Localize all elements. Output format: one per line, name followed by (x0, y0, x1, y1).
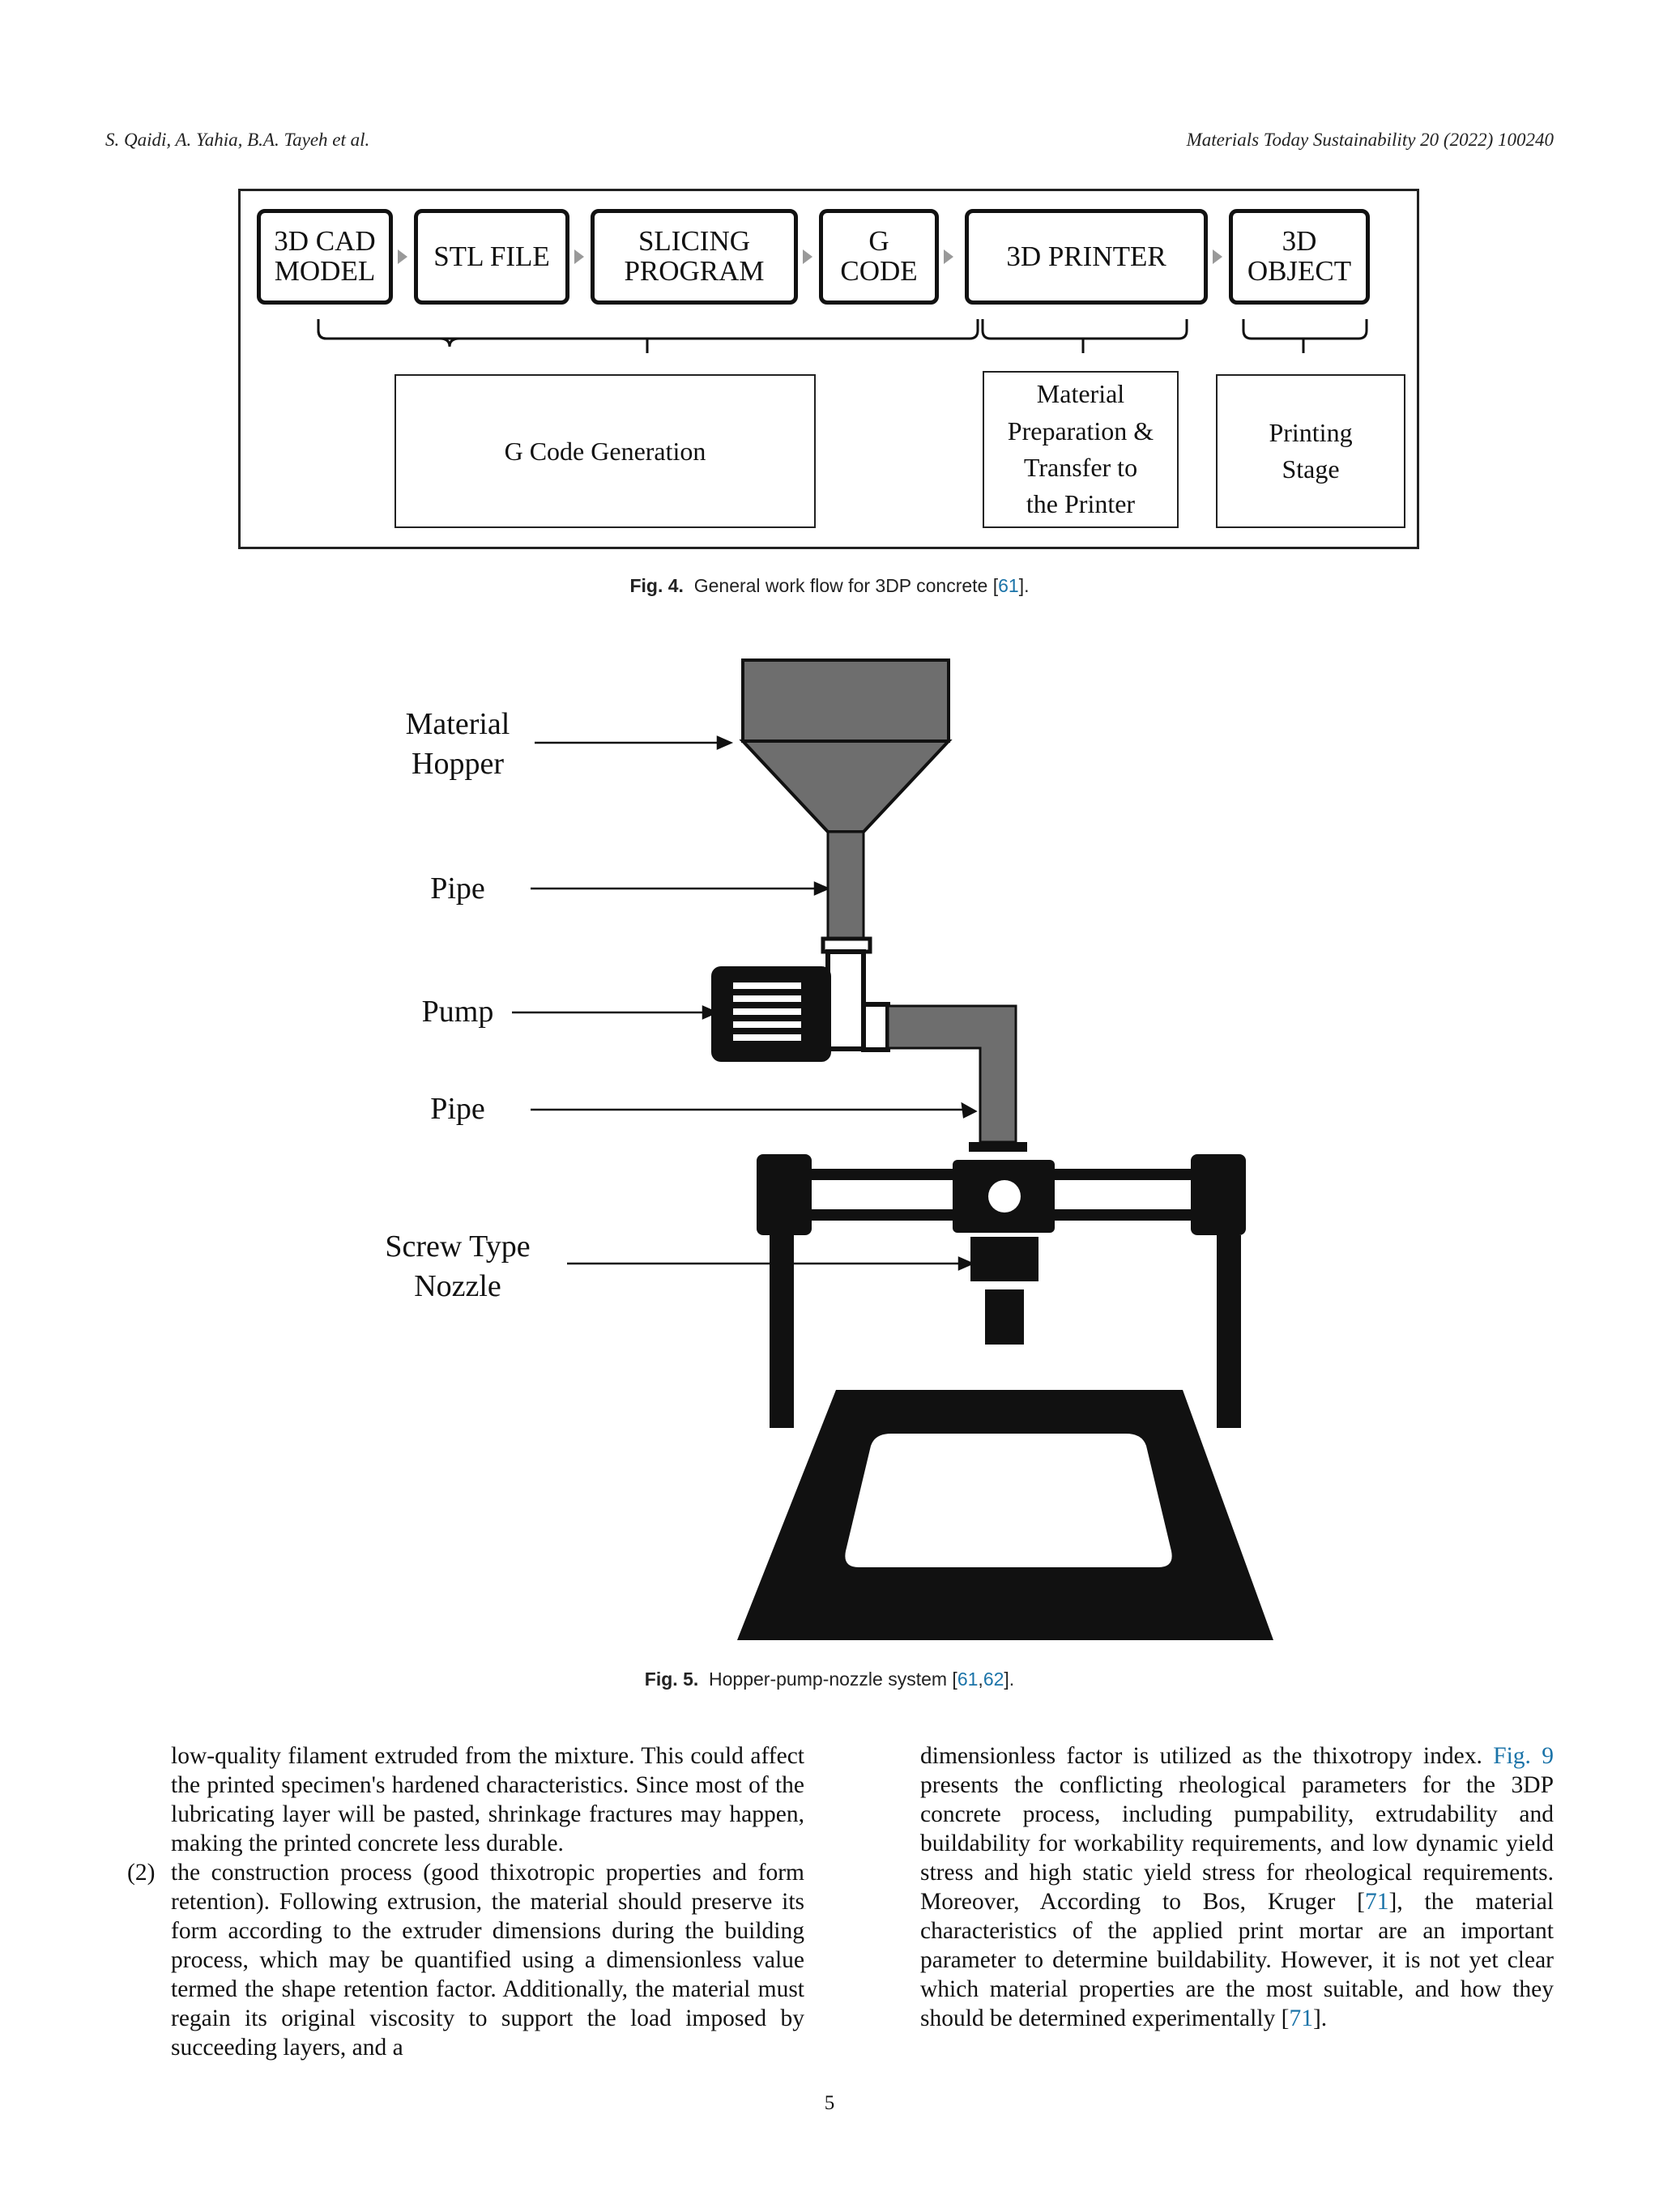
step-stl-file: STL FILE (414, 209, 569, 305)
label-pipe-upper: Pipe (430, 872, 485, 906)
caption-text: Hopper-pump-nozzle system [ (709, 1669, 957, 1690)
caption-label: Fig. 5. (644, 1669, 699, 1690)
caption-label: Fig. 4. (629, 575, 684, 596)
running-head-journal: Materials Today Sustainability 20 (2022)… (1186, 130, 1554, 150)
caption-end: ]. (1004, 1669, 1015, 1690)
step-g-code: G CODE (819, 209, 939, 305)
body-column-right: dimensionless factor is utilized as the … (920, 1741, 1554, 2033)
caption-sep: , (978, 1669, 983, 1690)
label-screw-type-nozzle: Screw Type Nozzle (385, 1230, 531, 1304)
paragraph: dimensionless factor is utilized as the … (920, 1743, 1555, 2031)
paragraph: low-quality filament extruded from the m… (171, 1743, 804, 1856)
arrow-icon (574, 249, 584, 264)
arrow-icon (944, 249, 953, 264)
paragraph: the construction process (good thixotrop… (171, 1860, 804, 2061)
step-3d-printer: 3D PRINTER (965, 209, 1208, 305)
step-3d-cad-model: 3D CAD MODEL (257, 209, 393, 305)
step-slicing-program: SLICING PROGRAM (591, 209, 798, 305)
citation-link[interactable]: 61 (957, 1669, 979, 1690)
figure-link[interactable]: Fig. 9 (1493, 1743, 1555, 1769)
citation-link[interactable]: 71 (1365, 1889, 1389, 1915)
arrow-icon (803, 249, 812, 264)
stage-printing: Printing Stage (1216, 374, 1405, 528)
caption-text: General work flow for 3DP concrete [ (693, 575, 999, 596)
citation-link[interactable]: 62 (983, 1669, 1004, 1690)
stage-g-code-generation: G Code Generation (394, 374, 816, 528)
citation-link[interactable]: 61 (998, 575, 1019, 596)
citation-link[interactable]: 71 (1289, 2005, 1313, 2031)
label-pipe-lower: Pipe (430, 1092, 485, 1126)
arrow-icon (1213, 249, 1222, 264)
grouping-brackets (317, 319, 1368, 353)
page-number: 5 (824, 2092, 835, 2114)
label-material-hopper: Material Hopper (405, 707, 510, 782)
figure-4-workflow: 3D CAD MODEL STL FILE SLICING PROGRAM G … (238, 189, 1419, 549)
list-item: (2) the construction process (good thixo… (127, 1858, 804, 2062)
body-column-left: low-quality filament extruded from the m… (127, 1741, 804, 2062)
label-pump: Pump (421, 995, 494, 1029)
caption-end: ]. (1018, 575, 1030, 596)
figure-5-caption: Fig. 5. Hopper-pump-nozzle system [61,62… (0, 1669, 1659, 1690)
list-number: (2) (127, 1860, 156, 1886)
stage-material-preparation: Material Preparation & Transfer to the P… (983, 371, 1179, 528)
running-head-authors: S. Qaidi, A. Yahia, B.A. Tayeh et al. (105, 130, 370, 150)
figure-4-caption: Fig. 4. General work flow for 3DP concre… (0, 575, 1659, 597)
step-3d-object: 3D OBJECT (1229, 209, 1370, 305)
arrow-icon (398, 249, 407, 264)
